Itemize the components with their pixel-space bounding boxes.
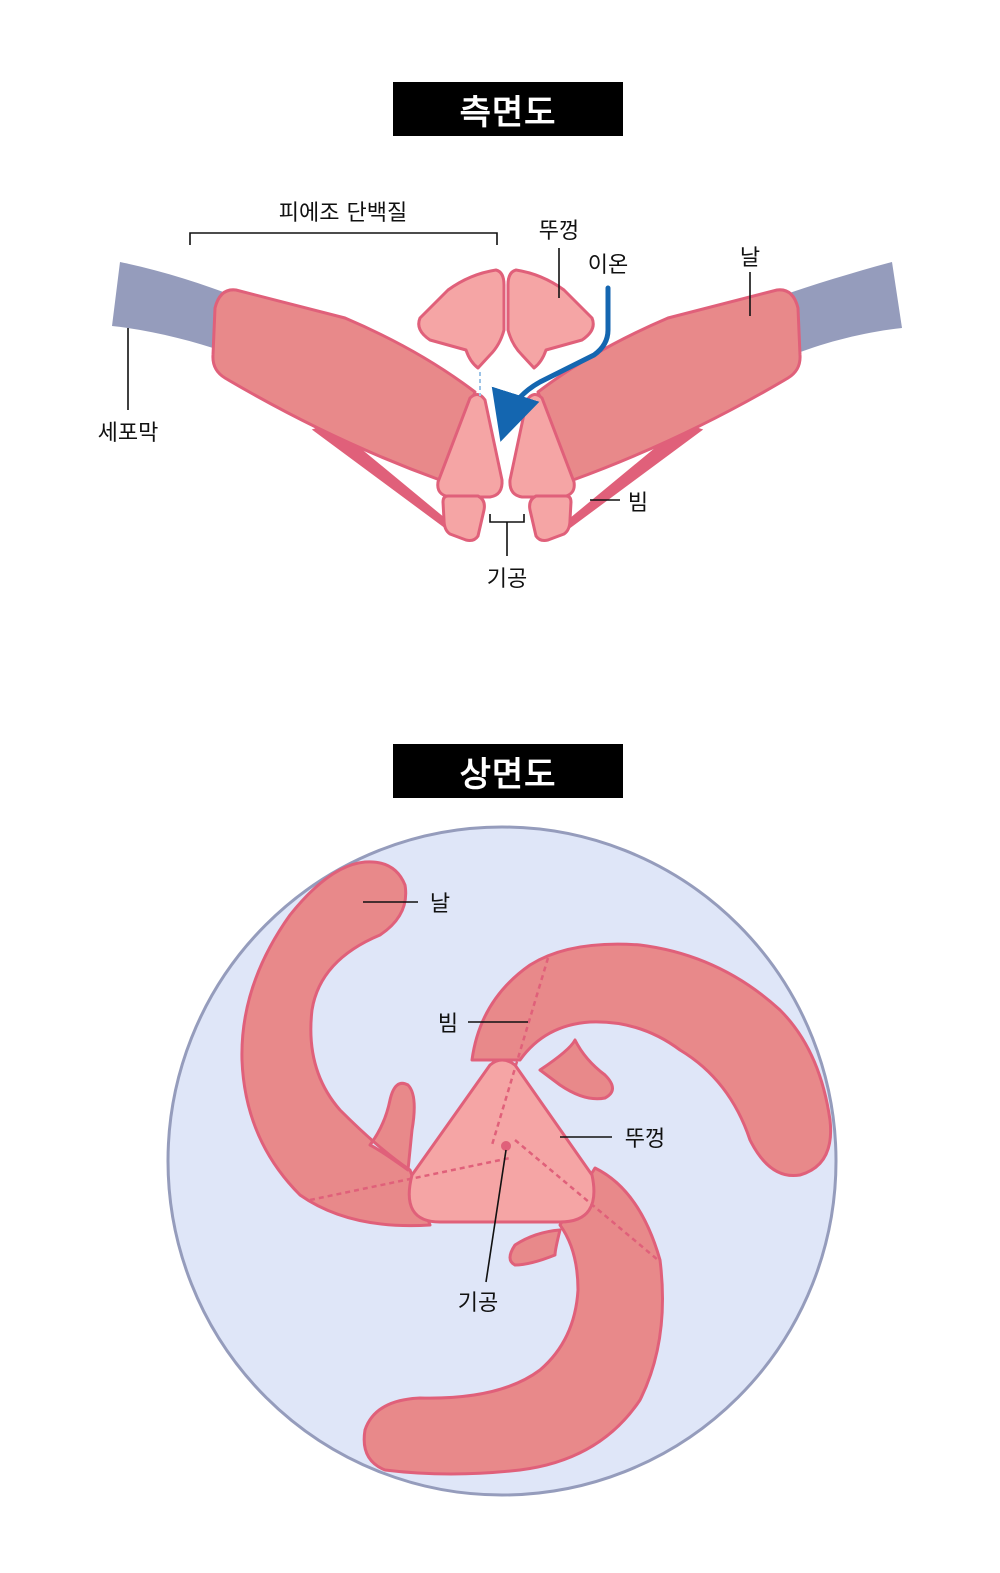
cap-top	[407, 1058, 596, 1224]
pore-label-top: 기공	[458, 1291, 498, 1316]
beam-dash-3	[309, 1156, 511, 1202]
side-view-title: 측면도	[393, 82, 623, 136]
pore-bracket-side	[489, 514, 525, 556]
ion-arrow	[491, 285, 611, 442]
beam-label-side: 빔	[628, 491, 648, 516]
inner-segment-left	[436, 393, 504, 499]
blade-top-2	[470, 942, 833, 1178]
cap-label-side: 뚜껑	[539, 219, 579, 244]
membrane-label: 세포막	[98, 421, 159, 446]
top-view-diagram: 날 빔 뚜껑 기공	[166, 825, 838, 1497]
beam-dash-1	[490, 957, 550, 1146]
pore-top	[501, 1141, 511, 1151]
blade-label-side: 날	[740, 246, 760, 271]
pore-block-left	[441, 494, 486, 542]
pore-label-side: 기공	[487, 567, 527, 592]
cap-left	[417, 268, 506, 370]
top-view-title: 상면도	[393, 744, 623, 798]
piezo-bracket	[189, 232, 498, 245]
pore-leader-top	[485, 1149, 507, 1283]
blade-top-3	[362, 1166, 664, 1476]
blade-left	[211, 288, 477, 482]
beam-dash-2	[514, 1139, 659, 1261]
beam-label-top: 빔	[438, 1012, 458, 1037]
blade-top-1	[240, 860, 432, 1228]
side-view-diagram: 피에조 단백질 뚜껑 이온 날 세포막 빔 기공	[98, 201, 902, 592]
cap-label-top: 뚜껑	[625, 1127, 665, 1152]
ion-label: 이온	[588, 253, 628, 278]
cell-membrane-right	[775, 262, 902, 356]
piezo-label: 피에조 단백질	[279, 201, 407, 226]
pore-block-right	[528, 494, 573, 542]
blade-label-top: 날	[430, 892, 450, 917]
cap-right	[506, 268, 595, 370]
cell-membrane-left	[112, 262, 240, 352]
